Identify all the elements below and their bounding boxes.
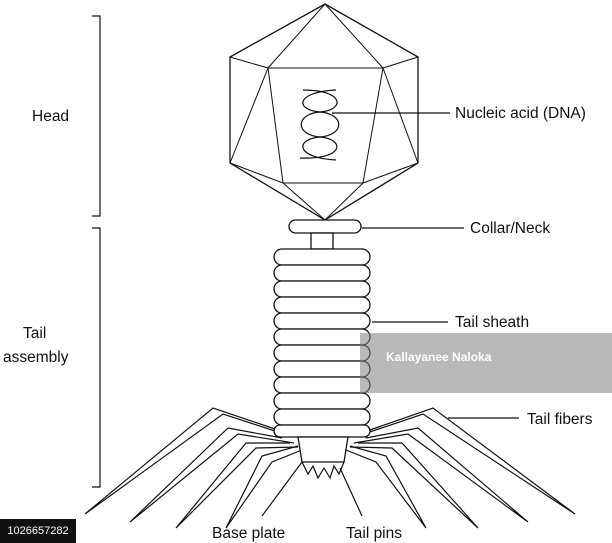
watermark-credit: Kallayanee Naloka xyxy=(386,350,492,364)
head-bracket xyxy=(92,15,101,217)
tail-pins xyxy=(301,461,345,480)
label-collar-neck: Collar/Neck xyxy=(470,220,550,237)
tail-sheath xyxy=(273,248,371,438)
label-base-plate: Base plate xyxy=(212,525,285,542)
leader-lines xyxy=(261,112,519,517)
label-head: Head xyxy=(32,108,69,125)
label-tail: Tail xyxy=(23,325,46,342)
watermark-stock-id: 1026657282 xyxy=(0,519,76,543)
watermark-bar xyxy=(360,333,612,393)
label-tail-sheath: Tail sheath xyxy=(455,314,529,331)
label-nucleic-acid: Nucleic acid (DNA) xyxy=(455,105,586,122)
label-assembly: assembly xyxy=(3,349,69,366)
label-tail-fibers: Tail fibers xyxy=(527,411,593,428)
label-tail-pins: Tail pins xyxy=(346,525,402,542)
tail-fibers xyxy=(84,407,576,529)
dna-helix xyxy=(299,89,340,161)
collar xyxy=(288,219,362,250)
base-plate xyxy=(297,436,349,463)
tail-assembly-bracket xyxy=(92,227,101,488)
